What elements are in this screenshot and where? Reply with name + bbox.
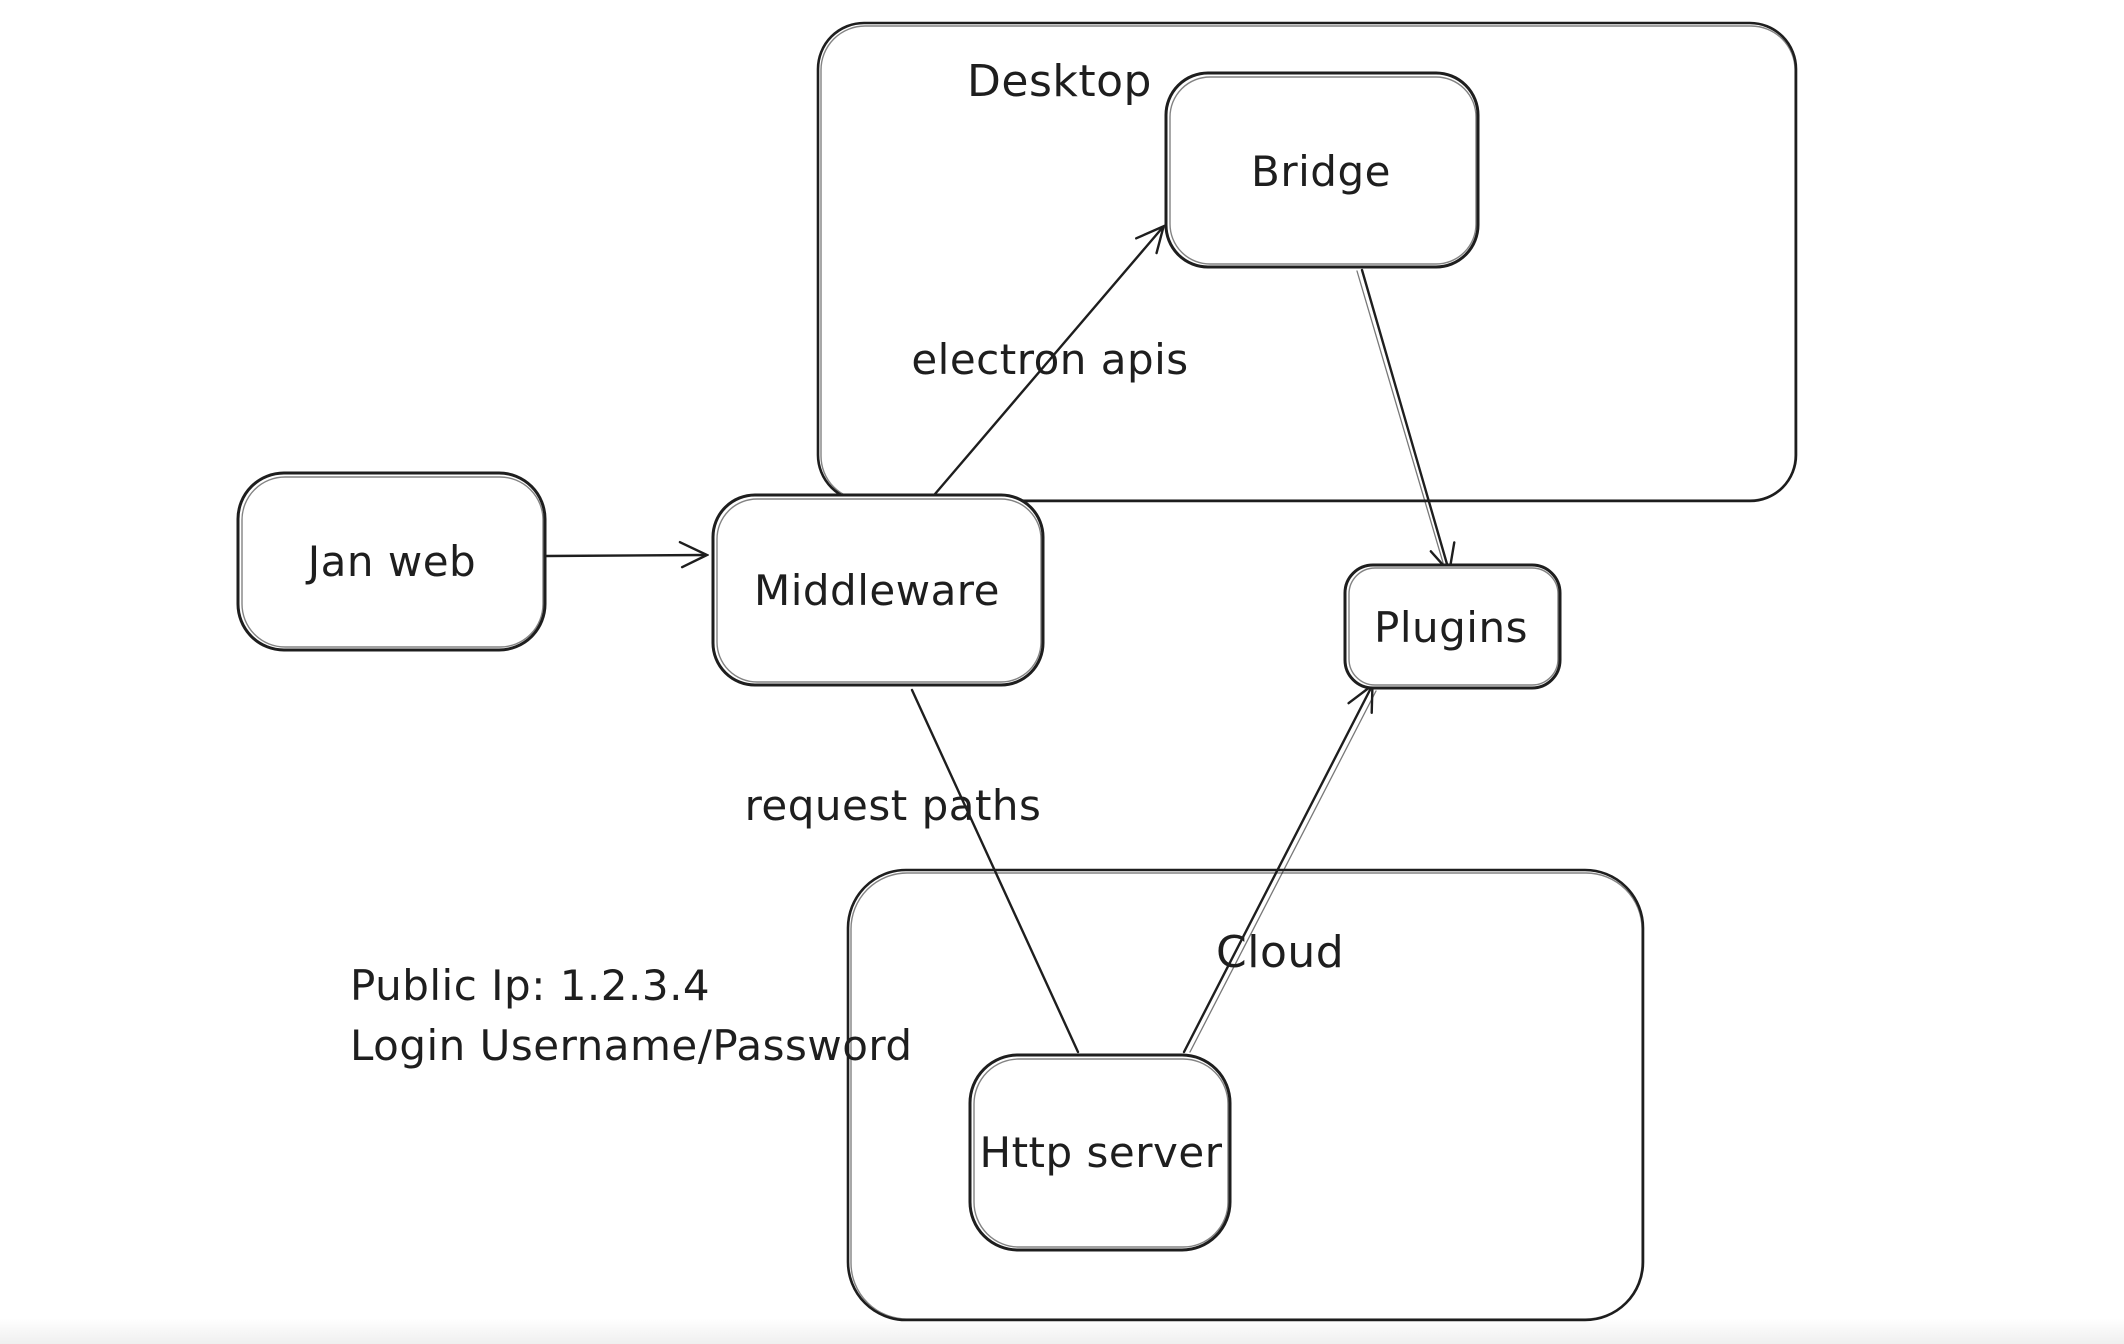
- node-http-server[interactable]: Http server: [968, 1053, 1232, 1252]
- edge-bridge-plugins[interactable]: [1356, 268, 1449, 571]
- edge-label-electron-apis[interactable]: electron apis: [911, 335, 1188, 384]
- node-jan-web-label[interactable]: Jan web: [305, 537, 476, 586]
- edge-label-request-paths[interactable]: request paths: [745, 781, 1042, 830]
- node-middleware[interactable]: Middleware: [711, 493, 1045, 687]
- node-http-server-label[interactable]: Http server: [980, 1128, 1223, 1177]
- annotation-public-ip[interactable]: Public Ip: 1.2.3.4: [350, 961, 710, 1010]
- node-bridge[interactable]: Bridge: [1164, 71, 1480, 269]
- annotation-block[interactable]: Public Ip: 1.2.3.4 Login Username/Passwo…: [350, 961, 913, 1070]
- node-plugins-label[interactable]: Plugins: [1374, 603, 1528, 652]
- container-desktop-label[interactable]: Desktop: [967, 56, 1152, 107]
- node-middleware-sketch-echo: [716, 498, 1042, 683]
- node-bridge-sketch-echo: [1169, 76, 1477, 265]
- node-jan-web-sketch-echo: [241, 476, 544, 648]
- edge-middleware-httpserver[interactable]: request paths: [745, 688, 1080, 1054]
- container-desktop[interactable]: Desktop: [816, 21, 1798, 503]
- node-plugins-sketch-echo: [1348, 567, 1559, 686]
- container-desktop-sketch-echo: [820, 25, 1796, 501]
- node-http-server-sketch-echo: [973, 1058, 1229, 1248]
- edge-httpserver-plugins[interactable]: [1182, 686, 1377, 1054]
- container-cloud-sketch-echo: [850, 872, 1643, 1320]
- container-cloud-label[interactable]: Cloud: [1216, 927, 1344, 978]
- edge-janweb-middleware[interactable]: [544, 555, 706, 556]
- edge-bridge-plugins-sketch-echo: [1356, 270, 1445, 567]
- annotation-login[interactable]: Login Username/Password: [350, 1021, 913, 1070]
- node-bridge-label[interactable]: Bridge: [1251, 147, 1391, 196]
- edge-middleware-bridge[interactable]: electron apis: [911, 227, 1188, 496]
- container-cloud[interactable]: Cloud: [846, 868, 1645, 1322]
- node-plugins[interactable]: Plugins: [1343, 563, 1562, 690]
- edge-httpserver-plugins-sketch-echo: [1189, 690, 1377, 1053]
- node-jan-web[interactable]: Jan web: [236, 471, 547, 652]
- node-middleware-label[interactable]: Middleware: [754, 566, 1000, 615]
